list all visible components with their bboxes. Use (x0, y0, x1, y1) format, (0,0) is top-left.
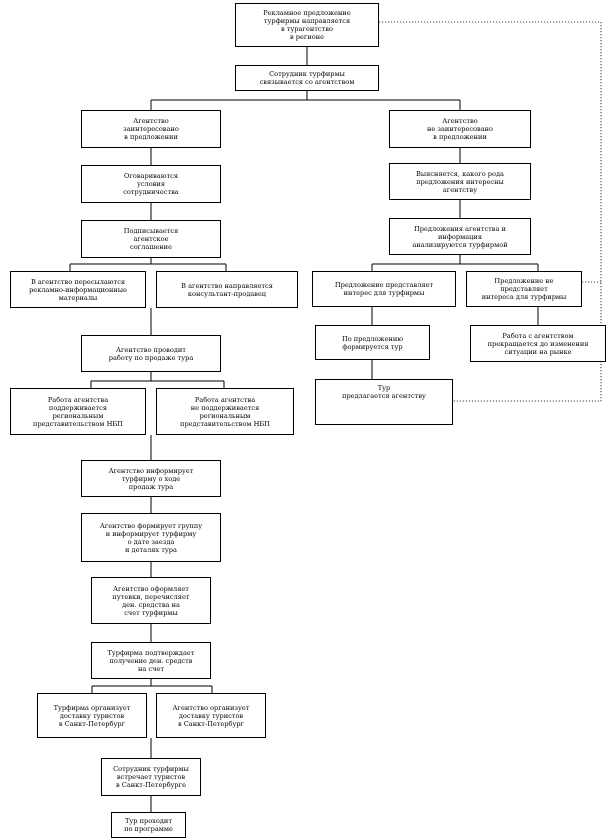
node-n2: Сотрудник турфирмы связывается со агентс… (235, 65, 379, 91)
node-n14: По предложению формируется тур (315, 325, 430, 360)
node-n17: Работа агентства не поддерживается регио… (156, 388, 294, 435)
node-n22: Турфирма подтверждает получение ден. сре… (91, 642, 211, 679)
node-n8: Предложения агентства и информация анали… (389, 218, 531, 255)
node-n1: Рекламное предложение турфирмы направляе… (235, 3, 379, 47)
node-n4: Агентство не заинтересовано в предложени… (389, 110, 531, 148)
node-n24: Агентство организует доставку туристов в… (156, 693, 266, 738)
node-n3: Агентство заинтересовано в предложении (81, 110, 221, 148)
node-n19: Агентство информирует турфирму о ходе пр… (81, 460, 221, 497)
node-n16: Работа агентства поддерживается регионал… (10, 388, 146, 435)
node-n23: Турфирма организует доставку туристов в … (37, 693, 147, 738)
node-n9: В агентство пересылаются рекламно-информ… (10, 271, 146, 308)
node-n20: Агентство формирует группу и информирует… (81, 513, 221, 562)
node-n11: Предложение представляет интерес для тур… (312, 271, 456, 307)
node-n6: Выясняется, какого рода предложения инте… (389, 163, 531, 200)
node-n15: Работа с агентством прекращается до изме… (470, 325, 606, 362)
node-n5: Оговариваются условия сотрудничества (81, 165, 221, 203)
node-n10: В агентство направляется консультант-про… (156, 271, 298, 308)
node-n7: Подписывается агентское соглашение (81, 220, 221, 258)
dotted-feedback-line (379, 21, 602, 402)
node-n18: Тур предлагается агентству (315, 379, 453, 425)
node-n12: Предложение не представляет интереса для… (466, 271, 582, 307)
node-n21: Агентство оформляет путевки, перечисляет… (91, 577, 211, 624)
node-n13: Агентство проводит работу по продаже тур… (81, 335, 221, 372)
node-n25: Сотрудник турфирмы встречает туристов в … (101, 758, 201, 796)
node-n26: Тур проходит по программе (111, 812, 186, 838)
